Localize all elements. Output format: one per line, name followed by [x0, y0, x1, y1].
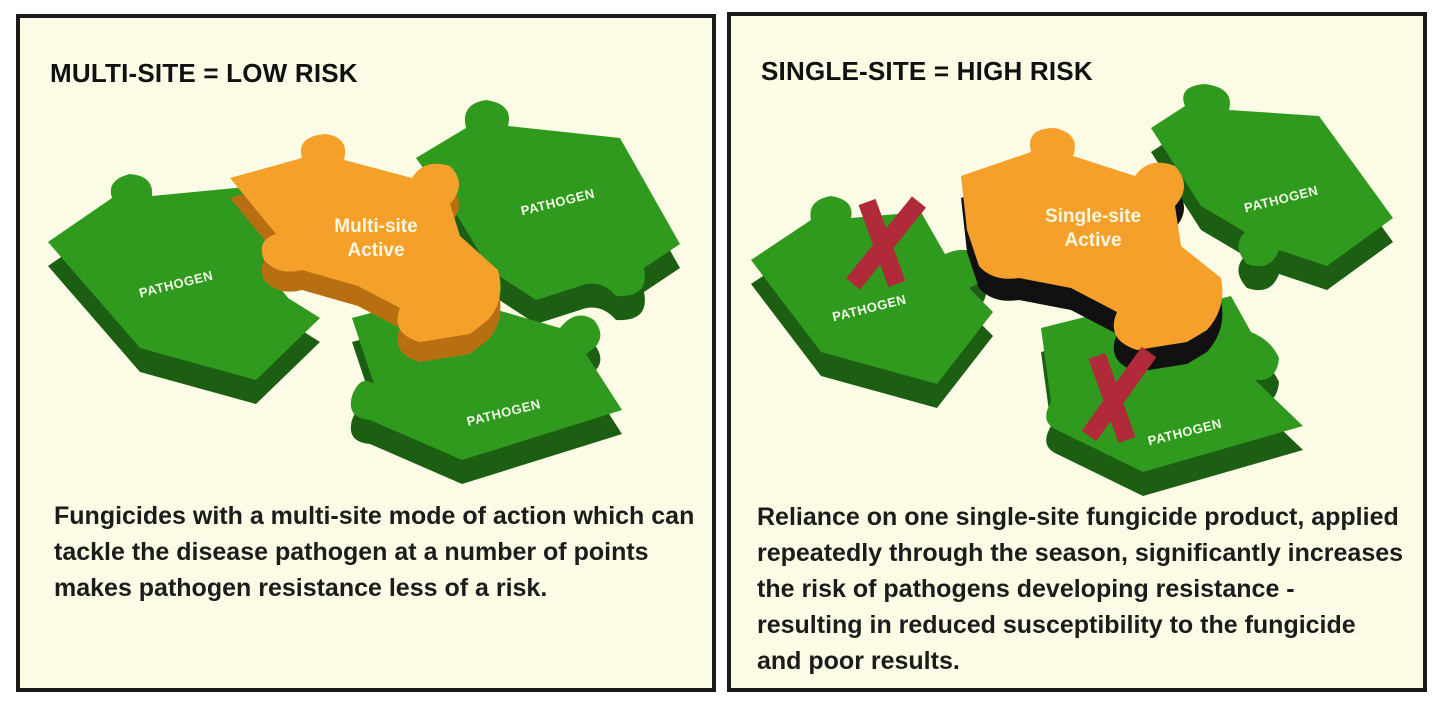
- multi-site-puzzle-illustration: PATHOGEN PATHOGEN PATHOGEN Multi-site Ac…: [48, 100, 680, 484]
- cross-mark-icon: [1081, 346, 1157, 444]
- active-label-line1: Single-site: [1045, 206, 1141, 227]
- puzzle-piece-icon: PATHOGEN: [751, 196, 993, 408]
- puzzle-piece-icon: PATHOGEN: [1151, 84, 1393, 291]
- single-site-heading: SINGLE-SITE = HIGH RISK: [761, 56, 1093, 86]
- multi-site-description: Fungicides with a multi-site mode of act…: [54, 502, 695, 602]
- multi-site-panel: MULTI-SITE = LOW RISK PATHOGEN PATHOGEN …: [16, 14, 716, 692]
- active-puzzle-piece-icon: Single-site Active: [961, 128, 1223, 372]
- single-site-panel: SINGLE-SITE = HIGH RISK PATHOGEN PATHOGE…: [727, 12, 1427, 692]
- puzzle-piece-icon: PATHOGEN: [48, 174, 320, 404]
- active-label-line1: Multi-site: [334, 216, 417, 237]
- active-label-line2: Active: [1064, 230, 1121, 251]
- single-site-puzzle-illustration: PATHOGEN PATHOGEN PATHOGEN Single-site A…: [751, 84, 1393, 496]
- active-label-line2: Active: [347, 240, 404, 261]
- puzzle-piece-icon: PATHOGEN: [350, 300, 622, 484]
- active-puzzle-piece-icon: Multi-site Active: [230, 134, 501, 362]
- multi-site-heading: MULTI-SITE = LOW RISK: [50, 58, 358, 88]
- cross-mark-icon: [845, 196, 927, 290]
- single-site-description: Reliance on one single-site fungicide pr…: [757, 503, 1404, 675]
